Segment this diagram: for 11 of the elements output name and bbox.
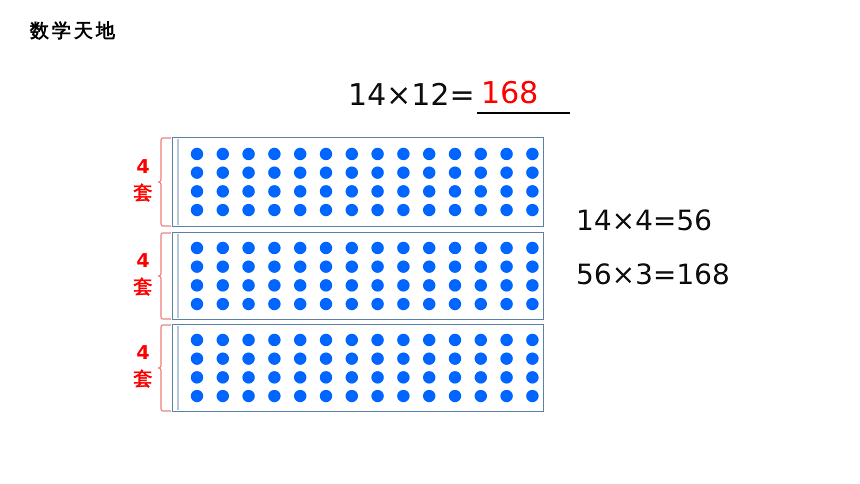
count-label: 4套 [133, 155, 153, 206]
dot-panel [172, 137, 544, 227]
equation-text: 14×12= [348, 78, 475, 113]
answer-text: 168 [477, 76, 570, 114]
count-label: 4套 [133, 341, 153, 392]
equation-text: 14×4=56 [576, 204, 712, 237]
equation-text: 56×3=168 [576, 258, 730, 291]
dot-panel [172, 232, 544, 320]
dot-panel [172, 324, 544, 412]
page-title: 数学天地 [30, 19, 118, 44]
count-label: 4套 [133, 249, 153, 300]
